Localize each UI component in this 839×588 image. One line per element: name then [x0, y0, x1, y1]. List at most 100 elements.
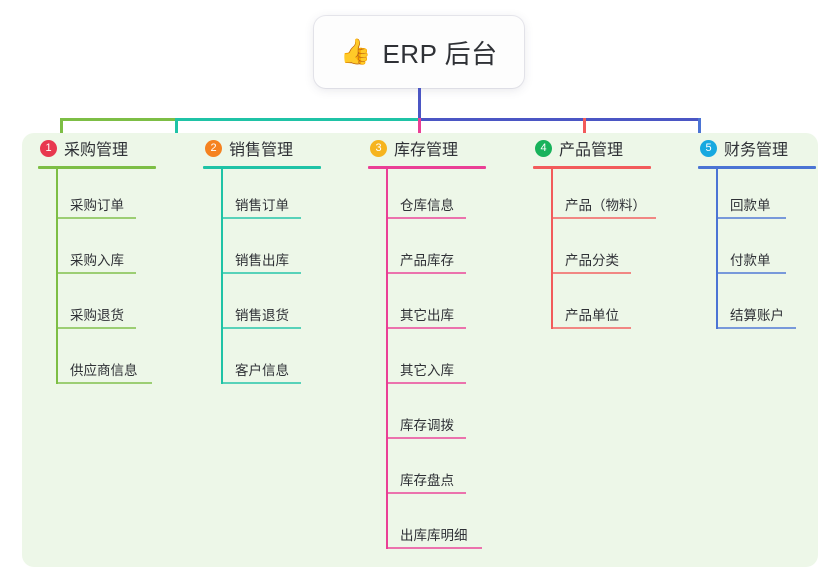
- root-node-title: ERP 后台: [382, 38, 498, 69]
- branch-item-underline: [386, 272, 466, 274]
- branch-title-underline: [698, 166, 816, 169]
- branch-title-underline: [368, 166, 486, 169]
- branch-item-underline: [386, 382, 466, 384]
- branch-item[interactable]: 采购入库: [38, 224, 156, 279]
- branch-header-3[interactable]: 3 库存管理: [368, 133, 486, 163]
- branch-item-underline: [716, 327, 796, 329]
- branch-item-label: 销售退货: [235, 308, 289, 323]
- branch-title-underline: [203, 166, 321, 169]
- branches-panel: 1 采购管理采购订单采购入库采购退货供应商信息 2 销售管理销售订单销售出库销售退货客…: [22, 133, 818, 567]
- branch-item-underline: [221, 217, 301, 219]
- branch-item[interactable]: 仓库信息: [368, 169, 486, 224]
- branch-title: 销售管理: [229, 142, 294, 159]
- segment-teal: [175, 118, 418, 121]
- branch-item[interactable]: 客户信息: [203, 334, 321, 389]
- branch-item-list: 产品（物料） 产品分类产品单位: [533, 169, 656, 334]
- branch-item-list: 回款单付款单结算账户: [698, 169, 816, 334]
- branch-item-list: 仓库信息产品库存其它出库其它入库库存调拨库存盘点出库库明细: [368, 169, 486, 554]
- branch-item[interactable]: 库存盘点: [368, 444, 486, 499]
- root-node-content: 👍 ERP 后台: [340, 34, 497, 71]
- branch-item-underline: [221, 272, 301, 274]
- branch-item-label: 采购退货: [70, 308, 124, 323]
- branch-item[interactable]: 库存调拨: [368, 389, 486, 444]
- branch-item-underline: [386, 217, 466, 219]
- branch-item-underline: [386, 547, 482, 549]
- branch-number-badge: 1: [40, 139, 57, 157]
- branch-number-badge: 5: [700, 139, 717, 157]
- branch-item-underline: [551, 217, 656, 219]
- branch-item[interactable]: 销售出库: [203, 224, 321, 279]
- branch-item[interactable]: 产品（物料）: [533, 169, 656, 224]
- branch-item[interactable]: 销售订单: [203, 169, 321, 224]
- branch-item-underline: [56, 272, 136, 274]
- branch-item-label: 付款单: [730, 253, 771, 268]
- thumbs-up-icon: 👍: [340, 37, 372, 66]
- branch-item-label: 其它入库: [400, 363, 454, 378]
- branch-header-2[interactable]: 2 销售管理: [203, 133, 321, 163]
- branch-item-label: 产品（物料）: [565, 198, 646, 213]
- branch-item-label: 出库库明细: [400, 528, 468, 543]
- branch-title: 产品管理: [559, 142, 624, 159]
- branch-item-underline: [56, 382, 152, 384]
- branch-title: 财务管理: [724, 142, 789, 159]
- branch-title: 采购管理: [64, 142, 129, 159]
- branch-item[interactable]: 回款单: [698, 169, 816, 224]
- branch-item[interactable]: 产品分类: [533, 224, 651, 279]
- branch-number-badge: 4: [535, 139, 552, 157]
- branch-item-label: 采购订单: [70, 198, 124, 213]
- branch-item-underline: [221, 327, 301, 329]
- branch-item-underline: [386, 492, 466, 494]
- leg-product: [583, 118, 586, 143]
- segment-indigo: [418, 118, 700, 121]
- branch-header-5[interactable]: 5 财务管理: [698, 133, 816, 163]
- branch-item-label: 仓库信息: [400, 198, 454, 213]
- branch-number-badge: 3: [370, 139, 387, 157]
- branch-item-label: 库存盘点: [400, 473, 454, 488]
- branch-item[interactable]: 结算账户: [698, 279, 816, 334]
- segment-green: [60, 118, 175, 121]
- branch-item-label: 库存调拨: [400, 418, 454, 433]
- branch-item-underline: [551, 327, 631, 329]
- branch-item-underline: [386, 437, 466, 439]
- branch-title-underline: [533, 166, 651, 169]
- branch-item[interactable]: 采购订单: [38, 169, 156, 224]
- leg-inventory: [418, 118, 421, 143]
- branch-item[interactable]: 供应商信息: [38, 334, 156, 389]
- branch-title: 库存管理: [394, 142, 459, 159]
- branch-item[interactable]: 出库库明细: [368, 499, 486, 554]
- branch-item-underline: [716, 272, 786, 274]
- branch-item[interactable]: 销售退货: [203, 279, 321, 334]
- branch-item-underline: [386, 327, 466, 329]
- branch-item[interactable]: 产品单位: [533, 279, 651, 334]
- branch-column-1: 1 采购管理采购订单采购入库采购退货供应商信息: [38, 133, 156, 389]
- branch-item[interactable]: 其它入库: [368, 334, 486, 389]
- branch-item-label: 产品库存: [400, 253, 454, 268]
- branch-item-label: 结算账户: [730, 308, 784, 323]
- root-stem-connector: [418, 88, 421, 118]
- branch-item-list: 销售订单销售出库销售退货客户信息: [203, 169, 321, 389]
- branch-column-4: 4 产品管理产品（物料） 产品分类产品单位: [533, 133, 656, 334]
- root-node[interactable]: 👍 ERP 后台: [314, 16, 524, 88]
- branch-item-label: 产品分类: [565, 253, 619, 268]
- branch-header-1[interactable]: 1 采购管理: [38, 133, 156, 163]
- branch-spine-connector: [56, 169, 58, 384]
- branch-item-underline: [56, 327, 136, 329]
- branch-spine-connector: [221, 169, 223, 384]
- branch-number-badge: 2: [205, 139, 222, 157]
- branch-column-3: 3 库存管理仓库信息产品库存其它出库其它入库库存调拨库存盘点出库库明细: [368, 133, 486, 554]
- branch-item[interactable]: 付款单: [698, 224, 816, 279]
- branch-header-4[interactable]: 4 产品管理: [533, 133, 651, 163]
- branch-column-5: 5 财务管理回款单付款单结算账户: [698, 133, 816, 334]
- branch-item[interactable]: 采购退货: [38, 279, 156, 334]
- branch-spine-connector: [716, 169, 718, 329]
- branch-item-label: 销售订单: [235, 198, 289, 213]
- branch-item-underline: [716, 217, 786, 219]
- branch-item-label: 供应商信息: [70, 363, 138, 378]
- branch-title-underline: [38, 166, 156, 169]
- branch-item[interactable]: 其它出库: [368, 279, 486, 334]
- branch-spine-connector: [551, 169, 553, 329]
- branch-item[interactable]: 产品库存: [368, 224, 486, 279]
- branch-item-label: 采购入库: [70, 253, 124, 268]
- branch-item-label: 产品单位: [565, 308, 619, 323]
